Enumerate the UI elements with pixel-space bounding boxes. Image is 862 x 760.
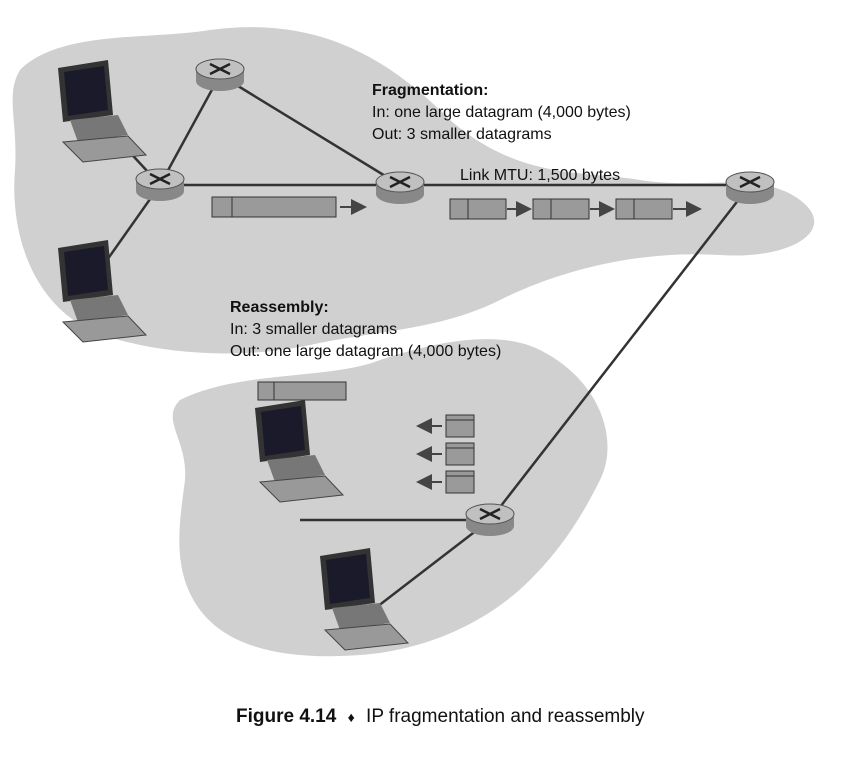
router-icon	[195, 58, 245, 91]
incoming-fragment-3	[445, 470, 475, 494]
caption-text: IP fragmentation and reassembly	[366, 706, 645, 727]
fragment-1	[449, 198, 507, 220]
fragment-2	[532, 198, 590, 220]
desktop-computer-icon	[58, 60, 148, 163]
link-mtu-label: Link MTU: 1,500 bytes	[460, 167, 621, 184]
figure-number: Figure 4.14	[236, 706, 337, 727]
router-icon	[465, 503, 515, 536]
caption-separator: ♦	[347, 709, 355, 725]
reassembly-label: Reassembly: In: 3 smaller datagrams Out:…	[230, 297, 501, 363]
network-cloud-lower	[172, 339, 608, 657]
incoming-fragments	[416, 414, 475, 494]
reassembled-datagram	[257, 381, 347, 401]
fragment-3	[615, 198, 673, 220]
reassembly-in: In: 3 smaller datagrams	[230, 321, 398, 338]
fragmentation-in: In: one large datagram (4,000 bytes)	[372, 104, 631, 121]
reassembly-out: Out: one large datagram (4,000 bytes)	[230, 343, 502, 360]
router-icon	[375, 171, 425, 204]
incoming-fragment-2	[445, 442, 475, 466]
fragmentation-label: Fragmentation: In: one large datagram (4…	[372, 80, 631, 146]
datagram-fragments	[449, 198, 702, 220]
desktop-computer-icon	[255, 400, 345, 503]
desktop-computer-icon	[58, 240, 148, 343]
router-icon	[135, 168, 185, 201]
desktop-computer-icon	[320, 548, 410, 651]
incoming-fragment-1	[445, 414, 475, 438]
router-icon	[725, 171, 775, 204]
fragmentation-title: Fragmentation:	[372, 82, 489, 99]
fragmentation-out: Out: 3 smaller datagrams	[372, 126, 552, 143]
large-datagram	[211, 196, 367, 218]
reassembly-title: Reassembly:	[230, 299, 329, 316]
figure-caption: Figure 4.14 ♦ IP fragmentation and reass…	[236, 706, 645, 728]
